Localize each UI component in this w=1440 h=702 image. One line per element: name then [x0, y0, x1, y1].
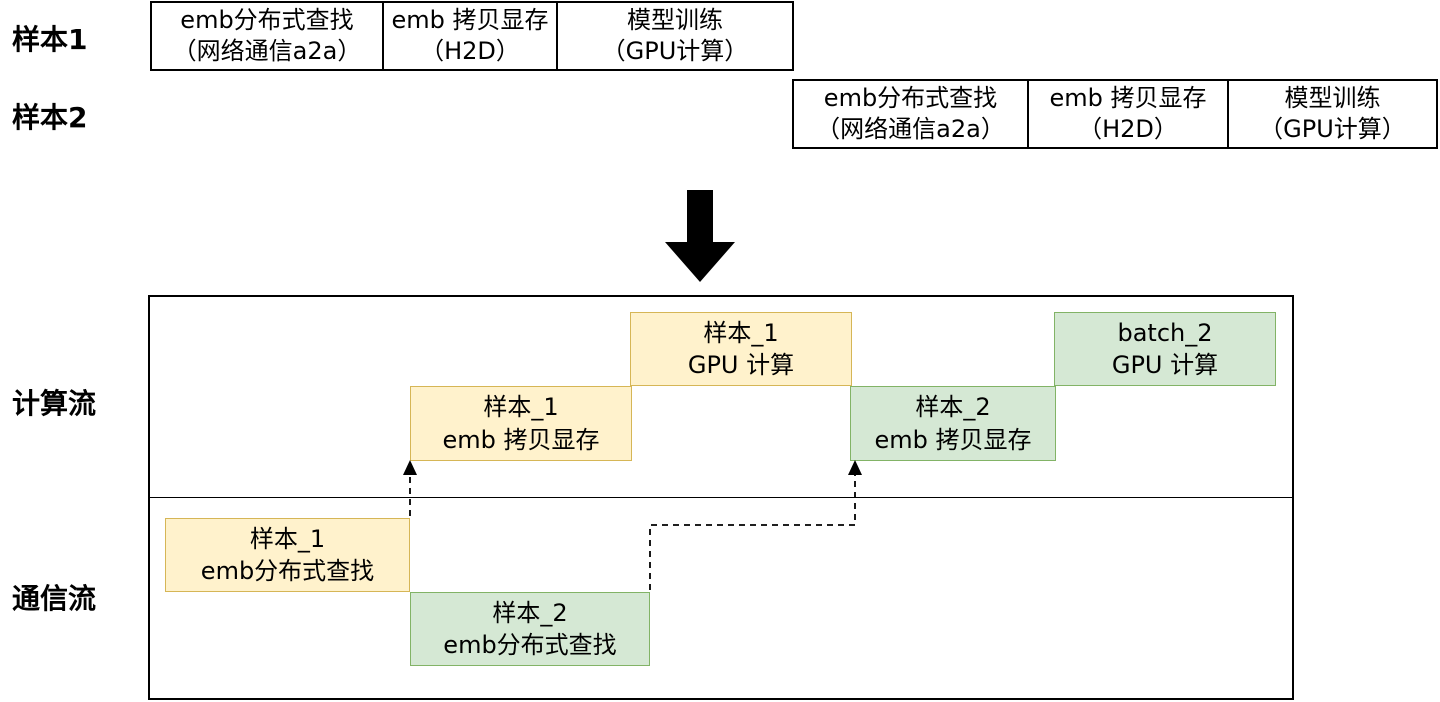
task-box-line1: emb分布式查找 — [823, 83, 998, 112]
block-line1: 样本_2 — [915, 393, 991, 422]
compute-block-sample2-copy: 样本_2 emb 拷贝显存 — [850, 386, 1056, 461]
block-line1: 样本_2 — [492, 598, 568, 627]
task-box-line2: （GPU计算） — [1259, 115, 1406, 143]
block-line2: GPU 计算 — [687, 351, 795, 379]
block-line2: emb 拷贝显存 — [442, 425, 600, 454]
task-box-line2: （H2D） — [420, 37, 520, 65]
block-line2: emb 拷贝显存 — [874, 425, 1032, 454]
compute-block-sample1-copy: 样本_1 emb 拷贝显存 — [410, 386, 632, 461]
block-line1: 样本_1 — [483, 393, 559, 422]
sample1-row-label: 样本1 — [12, 23, 88, 56]
comm-block-sample1-lookup: 样本_1 emb分布式查找 — [165, 518, 410, 592]
stream-lane-divider — [150, 497, 1292, 498]
task-box-line1: 模型训练 — [627, 5, 723, 34]
block-line1: 样本_1 — [249, 524, 326, 553]
block-line2: emb分布式查找 — [443, 631, 617, 659]
compute-block-sample1-gpu: 样本_1 GPU 计算 — [630, 312, 852, 386]
task-box-line1: emb 拷贝显存 — [391, 5, 549, 34]
sample1-train-box: 模型训练 （GPU计算） — [556, 1, 794, 71]
block-line1: batch_2 — [1117, 318, 1213, 347]
compute-block-batch2-gpu: batch_2 GPU 计算 — [1054, 312, 1276, 386]
task-box-line1: emb 拷贝显存 — [1049, 83, 1207, 112]
task-box-line1: 模型训练 — [1284, 83, 1381, 112]
compute-stream-label: 计算流 — [12, 387, 97, 420]
sample2-train-box: 模型训练 （GPU计算） — [1227, 79, 1438, 149]
task-box-line2: （网络通信a2a） — [816, 115, 1005, 143]
block-line2: GPU 计算 — [1111, 351, 1219, 379]
task-box-line2: （H2D） — [1078, 115, 1178, 143]
sample2-emb-lookup-box: emb分布式查找 （网络通信a2a） — [792, 79, 1029, 149]
task-box-line2: （网络通信a2a） — [172, 37, 362, 65]
down-arrow-icon — [687, 190, 713, 244]
comm-stream-label: 通信流 — [12, 582, 97, 615]
task-box-line1: emb分布式查找 — [180, 5, 354, 34]
down-arrow-icon — [665, 242, 735, 282]
block-line1: 样本_1 — [703, 318, 779, 347]
task-box-line2: （GPU计算） — [601, 37, 749, 65]
sample1-emb-copy-box: emb 拷贝显存 （H2D） — [382, 1, 558, 71]
sample2-row-label: 样本2 — [12, 101, 88, 134]
sample2-emb-copy-box: emb 拷贝显存 （H2D） — [1027, 79, 1229, 149]
block-line2: emb分布式查找 — [200, 557, 375, 585]
sample1-emb-lookup-box: emb分布式查找 （网络通信a2a） — [150, 1, 384, 71]
comm-block-sample2-lookup: 样本_2 emb分布式查找 — [410, 592, 650, 666]
